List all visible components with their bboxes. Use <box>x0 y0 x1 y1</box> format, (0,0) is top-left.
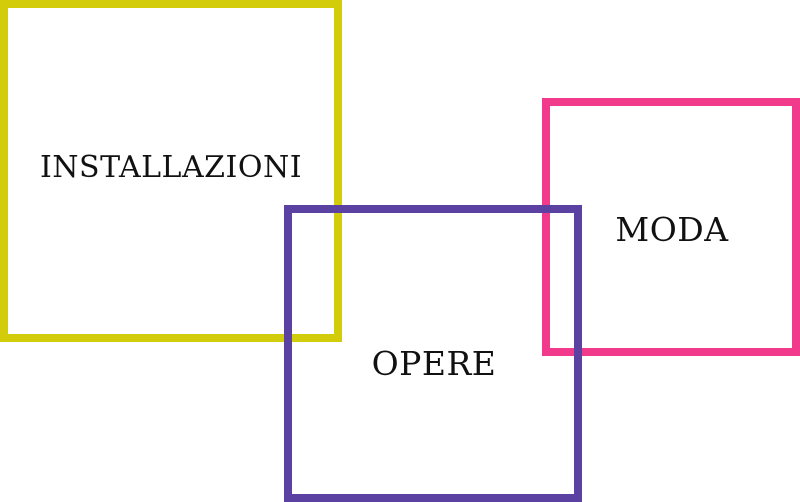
moda-link[interactable]: MODA <box>615 210 729 249</box>
installazioni-link[interactable]: INSTALLAZIONI <box>39 150 303 185</box>
opere-link[interactable]: OPERE <box>371 344 497 383</box>
opere-frame[interactable] <box>284 205 582 502</box>
moda-frame[interactable] <box>542 98 800 356</box>
installazioni-frame[interactable] <box>0 0 342 342</box>
